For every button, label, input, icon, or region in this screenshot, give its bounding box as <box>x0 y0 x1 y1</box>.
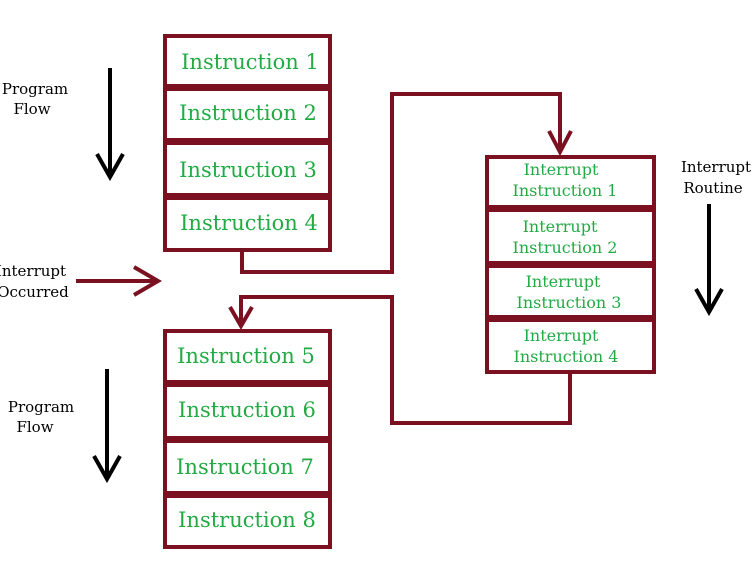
interrupt-occurred-arrow <box>76 265 162 297</box>
instruction-3: Instruction 3 <box>179 158 317 182</box>
interrupt-instruction-3-line2: Instruction 3 <box>517 293 622 312</box>
flow-arrowhead <box>95 153 125 182</box>
return-from-interrupt-path <box>228 295 572 425</box>
block-divider <box>165 380 330 387</box>
block-divider <box>165 436 330 443</box>
routine-arrowhead <box>694 288 724 317</box>
instruction-1: Instruction 1 <box>181 50 319 74</box>
block-divider <box>165 193 330 200</box>
instruction-7: Instruction 7 <box>176 455 314 479</box>
instruction-8: Instruction 8 <box>178 508 316 532</box>
program-flow-arrow-bottom <box>92 369 122 484</box>
block-divider <box>487 315 654 322</box>
block-divider <box>487 205 654 212</box>
return-arrowhead <box>228 305 254 330</box>
interrupt-instruction-1-line1: Interrupt <box>524 160 599 179</box>
interrupt-arrowhead <box>132 265 162 297</box>
interrupt-instruction-1-line2: Instruction 1 <box>513 181 618 200</box>
jump-arrowhead <box>547 130 573 157</box>
block-divider <box>165 491 330 498</box>
flow-arrowhead <box>92 455 122 484</box>
block-divider <box>165 138 330 145</box>
block-divider <box>487 261 654 268</box>
program-flow-top-label-line1: Program <box>2 80 68 98</box>
program-flow-bottom-label-line1: Program <box>8 398 74 416</box>
instruction-2: Instruction 2 <box>179 101 317 125</box>
interrupt-instruction-2-line2: Instruction 2 <box>513 238 618 257</box>
interrupt-occurred-label-line2: Occurred <box>0 283 69 301</box>
instruction-4: Instruction 4 <box>180 211 318 235</box>
interrupt-instruction-4-line1: Interrupt <box>524 326 599 345</box>
jump-to-interrupt-path <box>240 92 573 274</box>
instruction-5: Instruction 5 <box>177 344 315 368</box>
interrupt-instruction-4-line2: Instruction 4 <box>514 347 619 366</box>
program-flow-bottom-label-line2: Flow <box>16 418 53 436</box>
interrupt-routine-arrow <box>694 204 724 317</box>
block-divider <box>165 84 330 91</box>
interrupt-instruction-3-line1: Interrupt <box>526 272 601 291</box>
return-connector-line <box>239 295 572 425</box>
interrupt-routine-block: Interrupt Instruction 1 Interrupt Instru… <box>485 155 656 374</box>
jump-connector-line <box>240 92 562 274</box>
program-block-bottom: Instruction 5 Instruction 6 Instruction … <box>163 329 332 549</box>
program-flow-arrow-top <box>95 68 125 182</box>
interrupt-instruction-2-line1: Interrupt <box>523 217 598 236</box>
program-flow-top-label-line2: Flow <box>13 100 50 118</box>
program-block-top: Instruction 1 Instruction 2 Instruction … <box>163 34 332 252</box>
interrupt-routine-label-line1: Interrupt <box>681 158 751 176</box>
interrupt-routine-label-line2: Routine <box>683 179 742 197</box>
instruction-6: Instruction 6 <box>178 398 316 422</box>
interrupt-occurred-label-line1: Interrupt <box>0 262 66 280</box>
